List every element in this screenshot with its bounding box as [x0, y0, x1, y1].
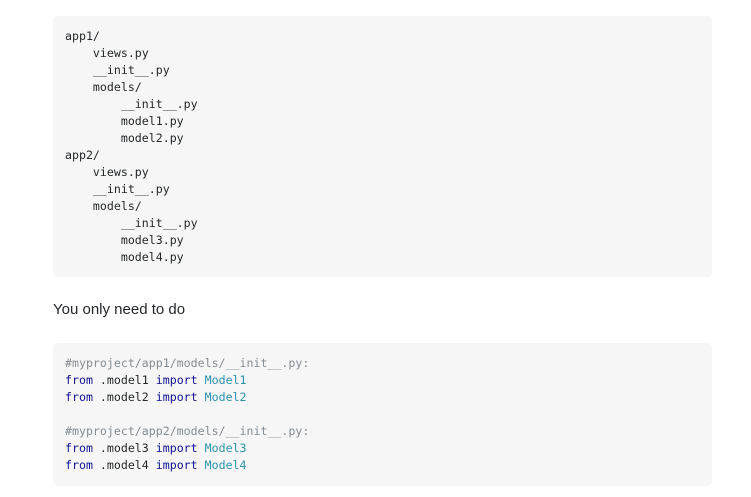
- code-line: model2.py: [65, 131, 184, 145]
- directory-tree-code-block: app1/ views.py __init__.py models/ __ini…: [53, 16, 712, 277]
- code-comment: #myproject/app2/models/__init__.py:: [65, 424, 310, 438]
- code-text: [198, 458, 205, 472]
- code-text: .model3: [92, 441, 156, 455]
- code-line: views.py: [65, 165, 149, 179]
- code-type-name: Model3: [204, 441, 247, 455]
- code-keyword: from: [65, 458, 93, 472]
- code-keyword: import: [155, 390, 198, 404]
- code-line: from .model3 import Model3: [65, 440, 700, 457]
- code-line: #myproject/app1/models/__init__.py:: [65, 355, 700, 372]
- code-type-name: Model4: [204, 458, 247, 472]
- code-line: app2/: [65, 148, 100, 162]
- code-keyword: from: [65, 373, 93, 387]
- code-text: .model2: [92, 390, 156, 404]
- code-line: model1.py: [65, 114, 184, 128]
- code-line: __init__.py: [65, 63, 170, 77]
- code-line: models/: [65, 80, 142, 94]
- code-keyword: from: [65, 390, 93, 404]
- code-line: model3.py: [65, 233, 184, 247]
- code-keyword: import: [155, 441, 198, 455]
- code-keyword: import: [155, 458, 198, 472]
- code-line: from .model1 import Model1: [65, 372, 700, 389]
- code-text: [198, 441, 205, 455]
- answer-paragraph: You only need to do: [53, 301, 186, 318]
- code-text: [198, 373, 205, 387]
- python-import-code-block: #myproject/app1/models/__init__.py:from …: [53, 343, 712, 486]
- code-line: app1/: [65, 29, 100, 43]
- code-type-name: Model2: [204, 390, 247, 404]
- code-line: [65, 406, 700, 423]
- code-line: models/: [65, 199, 142, 213]
- code-text: .model4: [92, 458, 156, 472]
- code-text: .model1: [92, 373, 156, 387]
- code-text: [198, 390, 205, 404]
- code-type-name: Model1: [204, 373, 247, 387]
- code-line: from .model4 import Model4: [65, 457, 700, 474]
- code-line: from .model2 import Model2: [65, 389, 700, 406]
- code-line: __init__.py: [65, 216, 198, 230]
- code-keyword: import: [155, 373, 198, 387]
- code-line: model4.py: [65, 250, 184, 264]
- code-line: __init__.py: [65, 182, 170, 196]
- code-line: views.py: [65, 46, 149, 60]
- code-comment: #myproject/app1/models/__init__.py:: [65, 356, 310, 370]
- code-line: __init__.py: [65, 97, 198, 111]
- code-line: #myproject/app2/models/__init__.py:: [65, 423, 700, 440]
- code-keyword: from: [65, 441, 93, 455]
